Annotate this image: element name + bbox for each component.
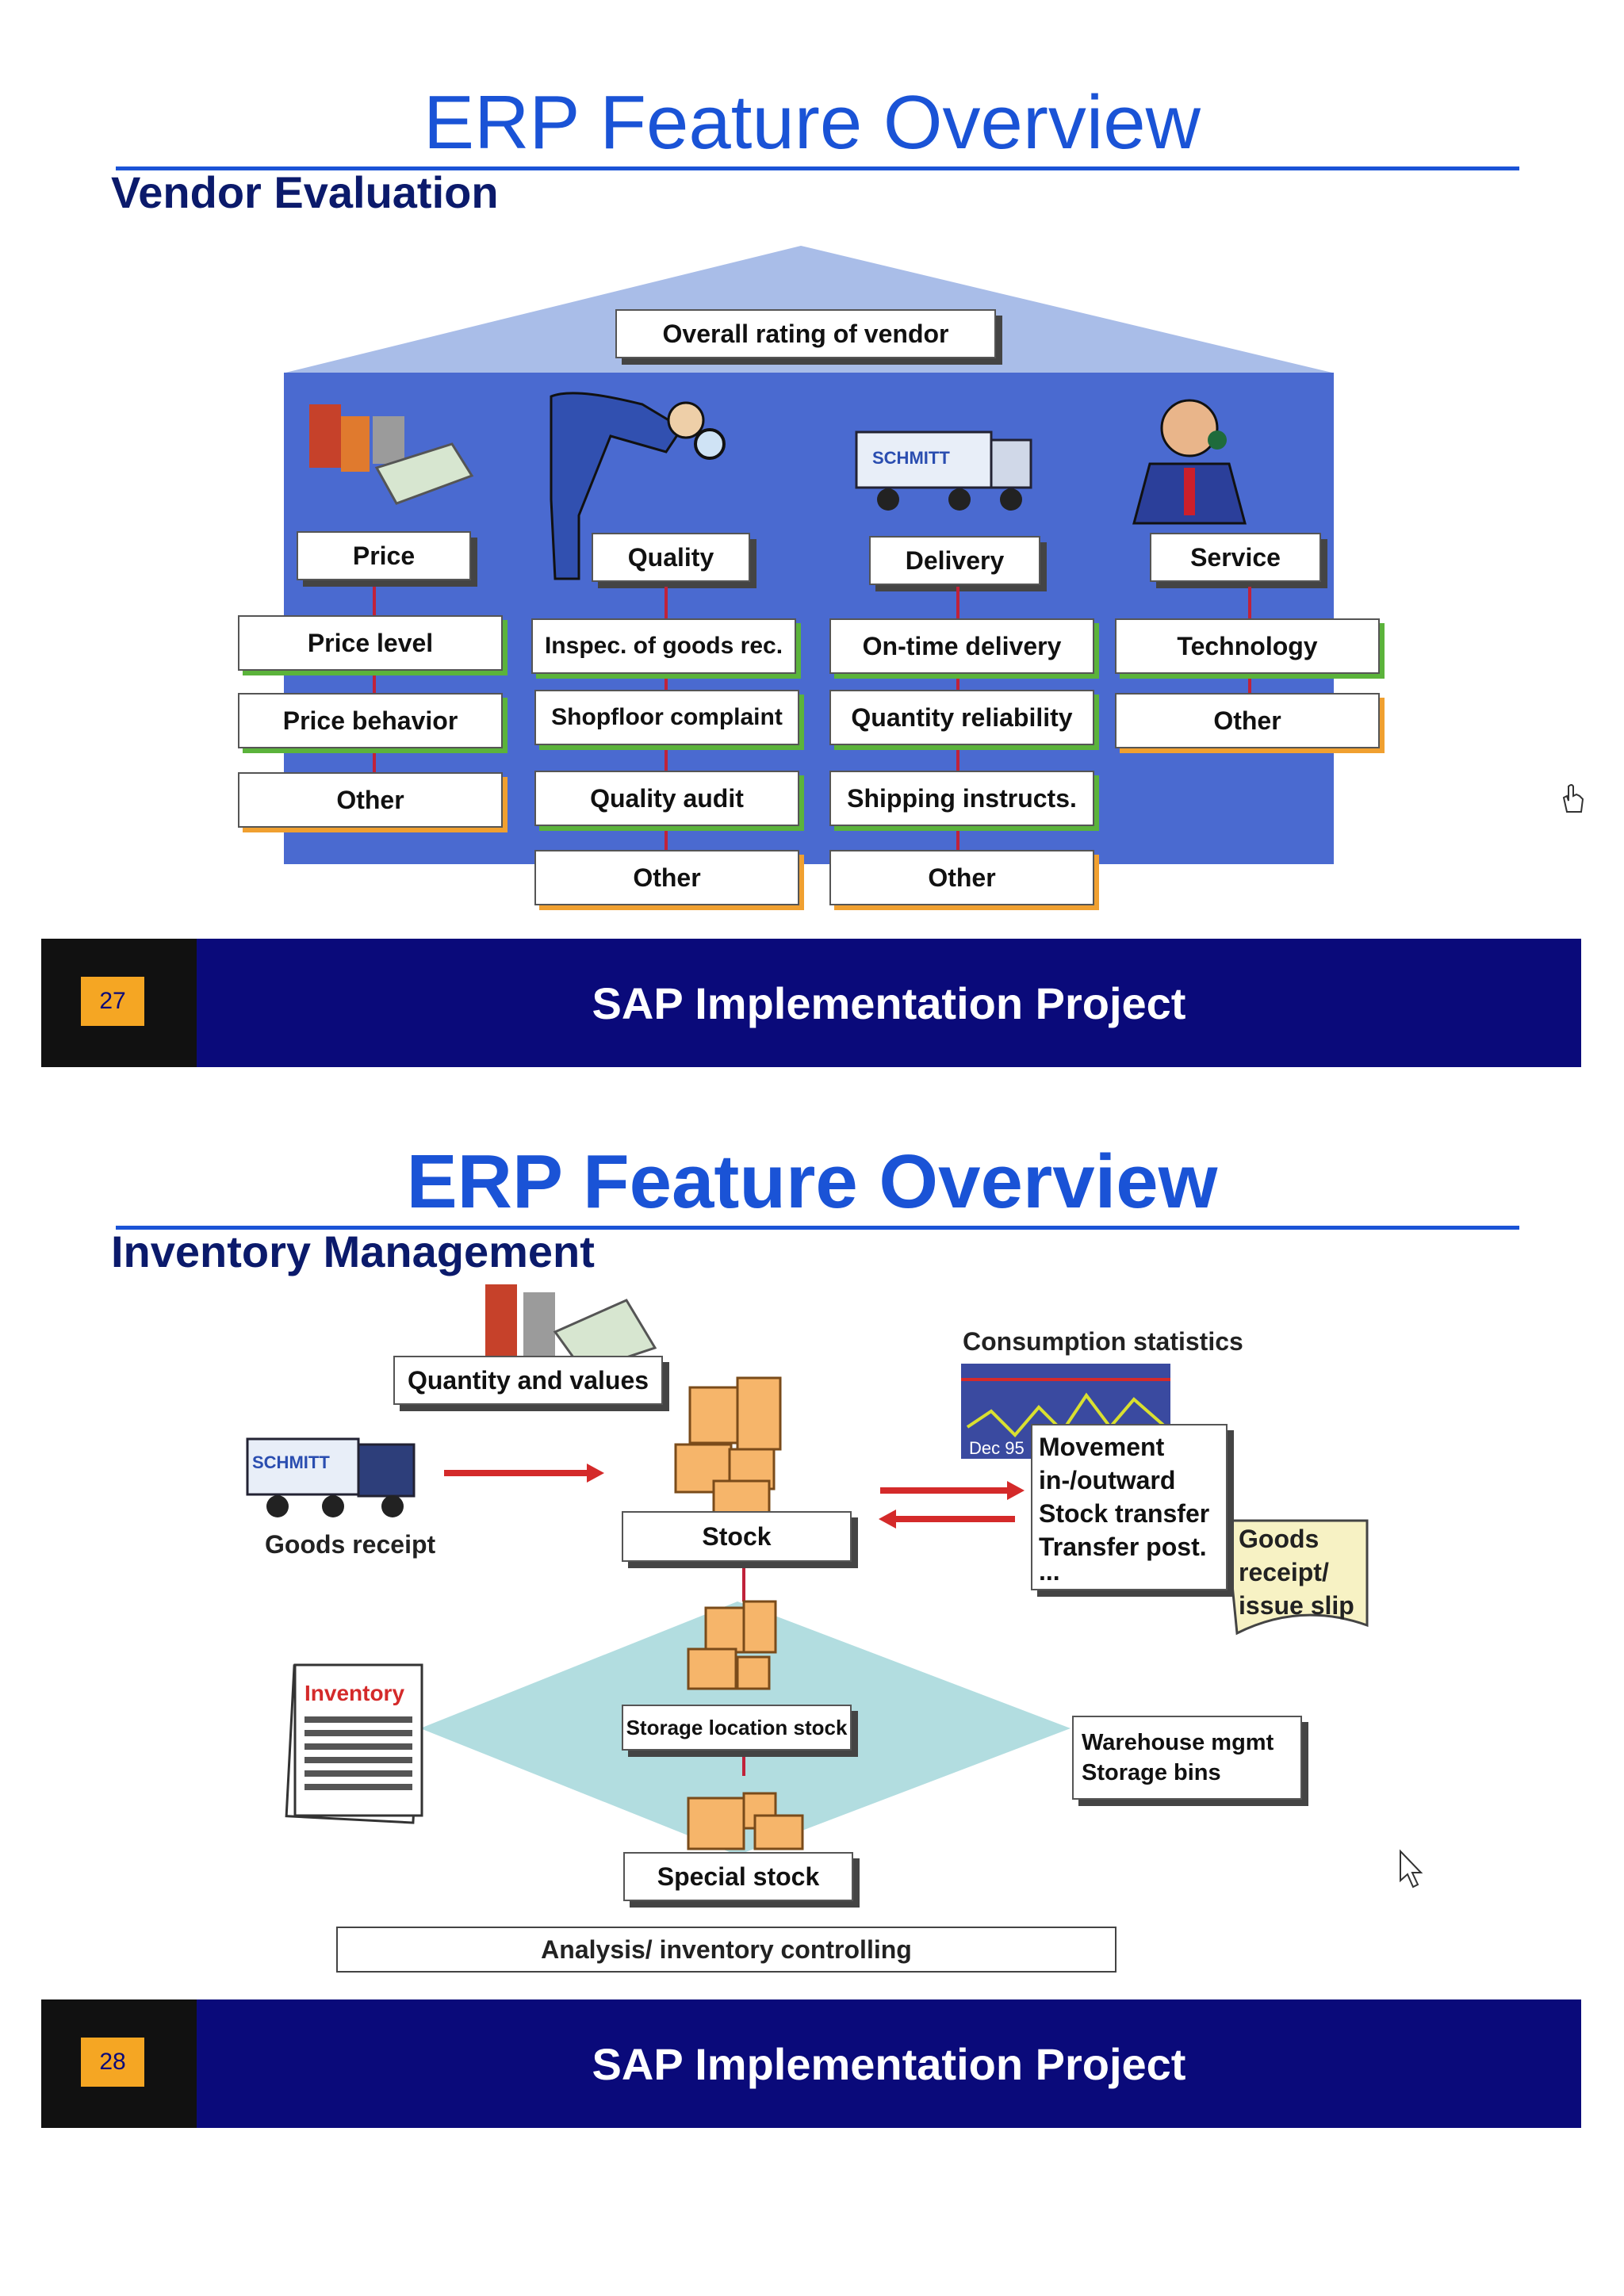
truck-label: SCHMITT (872, 448, 950, 468)
delivery-other-box: Other (829, 850, 1094, 905)
svg-text:Dec 95: Dec 95 (969, 1438, 1025, 1458)
warehouse-line-2: Storage bins (1082, 1760, 1221, 1785)
movement-line: Movement (1039, 1433, 1165, 1461)
slide2-title: ERP Feature Overview (406, 1139, 1218, 1224)
stock-boxes-icon (674, 1376, 782, 1516)
slip-text: Goods receipt/ issue slip (1239, 1522, 1354, 1622)
special-boxes-icon (687, 1792, 804, 1850)
footer-title-2: SAP Implementation Project (592, 2038, 1186, 2089)
quantity-values-box: Quantity and values (393, 1356, 663, 1405)
storage-boxes-icon (687, 1600, 777, 1690)
warehouse-line-1: Warehouse mgmt (1082, 1730, 1274, 1755)
truck-label-2: SCHMITT (252, 1452, 330, 1472)
inventory-document-icon: Inventory (285, 1663, 423, 1824)
page-number-badge: 27 (81, 977, 144, 1026)
money-icon (309, 404, 474, 505)
slip-line-2: receipt/ (1239, 1558, 1329, 1586)
slide1-title-rule (116, 166, 1519, 170)
price-behavior-box: Price behavior (238, 693, 503, 748)
goods-truck-icon: SCHMITT (246, 1437, 416, 1517)
stock-transfer-line: Stock transfer (1039, 1499, 1210, 1528)
service-header: Service (1150, 533, 1321, 582)
shipping-instructs-box: Shipping instructs. (829, 771, 1094, 826)
slide1-subtitle: Vendor Evaluation (111, 167, 499, 217)
inspection-goods-box: Inspec. of goods rec. (531, 618, 796, 674)
truck-icon: SCHMITT (855, 430, 1032, 511)
storage-location-box: Storage location stock (622, 1705, 852, 1751)
analysis-box: Analysis/ inventory controlling (336, 1927, 1116, 1973)
quantity-reliability-box: Quantity reliability (829, 690, 1094, 745)
inout-line: in-/outward (1039, 1466, 1176, 1494)
service-other-box: Other (1115, 693, 1380, 748)
slide1-footer: 27 SAP Implementation Project (41, 939, 1581, 1067)
stock-box: Stock (622, 1511, 852, 1562)
slide2-title-rule (116, 1226, 1519, 1230)
consumption-statistics-label: Consumption statistics (963, 1327, 1243, 1356)
shopfloor-complaint-box: Shopfloor complaint (534, 690, 799, 745)
transfer-post-line: Transfer post. (1039, 1533, 1207, 1561)
warehouse-box: Warehouse mgmt Storage bins (1072, 1716, 1302, 1800)
special-stock-box: Special stock (623, 1852, 853, 1901)
slip-line-1: Goods (1239, 1525, 1320, 1553)
slide2-footer: 28 SAP Implementation Project (41, 1999, 1581, 2128)
slide1-title: ERP Feature Overview (423, 80, 1201, 165)
service-person-icon (1132, 399, 1247, 525)
on-time-delivery-box: On-time delivery (829, 618, 1094, 674)
slip-paper (1224, 1519, 1369, 1636)
delivery-header: Delivery (869, 536, 1040, 585)
price-other-box: Other (238, 772, 503, 828)
quality-header: Quality (592, 533, 750, 582)
inspector-icon (550, 392, 726, 580)
page-number-badge-2: 28 (81, 2038, 144, 2087)
money-stack-icon (485, 1284, 657, 1373)
price-level-box: Price level (238, 615, 503, 671)
slip-line-3: issue slip (1239, 1591, 1354, 1620)
quality-other-box: Other (534, 850, 799, 905)
quality-audit-box: Quality audit (534, 771, 799, 826)
slide2-subtitle: Inventory Management (111, 1226, 595, 1276)
technology-box: Technology (1115, 618, 1380, 674)
price-connector (373, 587, 376, 793)
footer-title: SAP Implementation Project (592, 978, 1186, 1028)
overall-rating-box: Overall rating of vendor (615, 309, 996, 358)
hand-cursor-icon (1562, 784, 1584, 813)
mouse-pointer-icon (1400, 1849, 1423, 1888)
price-header: Price (297, 531, 471, 580)
movement-box: Movement in-/outward Stock transfer Tran… (1031, 1424, 1228, 1590)
goods-receipt-label: Goods receipt (265, 1530, 436, 1559)
inventory-doc-label: Inventory (304, 1681, 404, 1705)
ellipsis-line: ... (1039, 1557, 1060, 1586)
